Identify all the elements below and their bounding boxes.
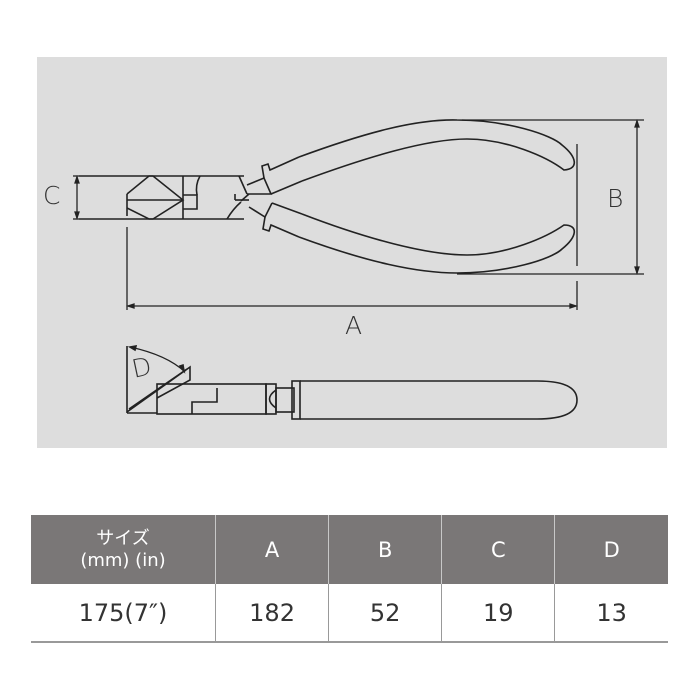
plier-drawing — [73, 118, 644, 420]
label-c: C — [43, 181, 61, 210]
header-b: B — [328, 515, 443, 584]
cell-a: 182 — [215, 584, 330, 643]
table-row: 175(7″) 182 52 19 13 — [31, 584, 668, 643]
spec-table: サイズ (mm) (in) A B C D 175(7″) 182 52 19 … — [31, 515, 668, 643]
plier-top-view — [79, 119, 576, 274]
cell-d: 13 — [554, 584, 668, 643]
header-size: サイズ (mm) (in) — [31, 515, 216, 584]
cell-size: 175(7″) — [31, 584, 216, 643]
label-a: A — [345, 311, 363, 340]
cell-b: 52 — [328, 584, 443, 643]
plier-side-view — [126, 345, 578, 420]
dimension-c — [73, 174, 80, 221]
dimension-b — [457, 118, 644, 276]
header-size-label: サイズ — [96, 527, 150, 549]
header-a: A — [215, 515, 330, 584]
table-header-row: サイズ (mm) (in) A B C D — [31, 515, 668, 584]
dimension-a — [125, 227, 579, 310]
cell-c: 19 — [441, 584, 556, 643]
header-c: C — [441, 515, 556, 584]
header-size-units: (mm) (in) — [80, 549, 166, 571]
diagram-panel: C B A D — [37, 57, 667, 448]
label-b: B — [607, 184, 624, 213]
header-d: D — [554, 515, 668, 584]
